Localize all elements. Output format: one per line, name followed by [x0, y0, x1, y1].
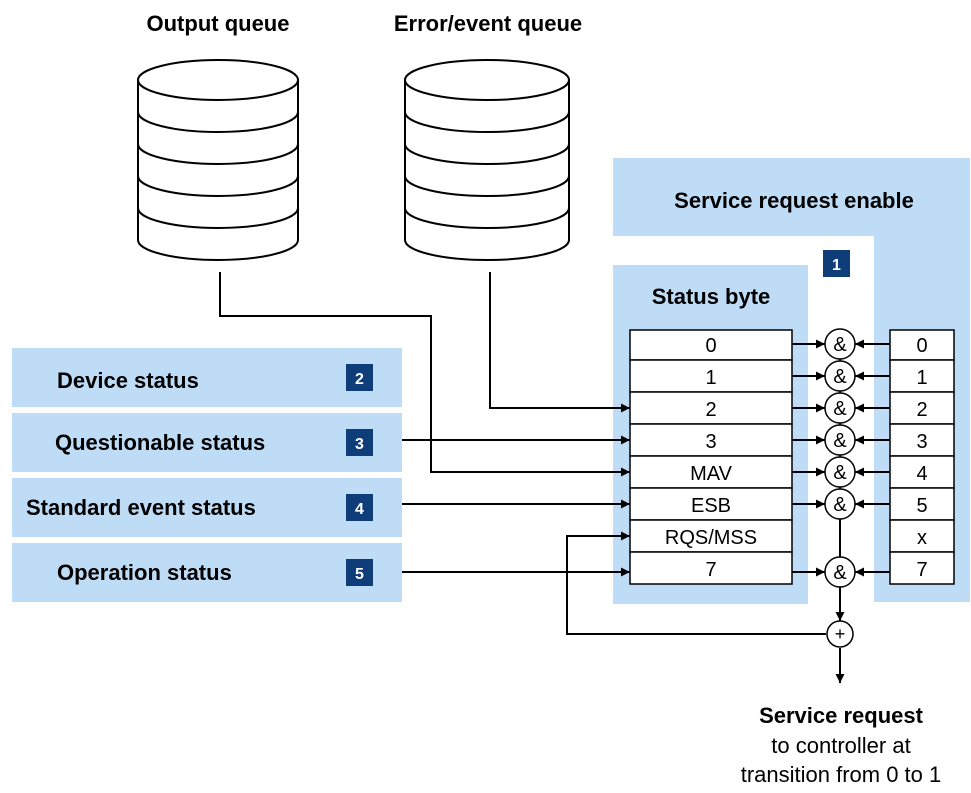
register-panels: [12, 348, 402, 602]
status-bit-3: 3: [705, 431, 716, 453]
badge-3-label: 3: [355, 436, 364, 453]
badge-4: [346, 494, 373, 521]
enable-bit-1: 1: [916, 367, 927, 389]
and-gate-7: [824, 556, 856, 588]
status-bit-rqs-box: [629, 519, 793, 553]
standard-event-status-panel: [12, 478, 402, 537]
status-input-lines: [219, 272, 630, 577]
status-bit-1-box: [629, 359, 793, 393]
enable-bit-2-box: [889, 391, 955, 425]
and-gate-2: [824, 392, 856, 424]
status-bit-1: 1: [705, 367, 716, 389]
enable-bits: [889, 329, 955, 585]
badge-5-label: 5: [355, 566, 364, 583]
output-queue-cylinder: [137, 59, 299, 261]
service-request-line1: to controller at: [771, 733, 910, 758]
and-gate-1: [824, 360, 856, 392]
status-bit-0: 0: [705, 335, 716, 357]
standard-event-status-label: Standard event status: [26, 495, 256, 520]
gate-input-arrows: [566, 339, 890, 683]
output-queue-label: Output queue: [147, 11, 290, 36]
badge-4-label: 4: [355, 501, 364, 518]
status-bit-7: 7: [705, 559, 716, 581]
badge-3: [346, 429, 373, 456]
enable-bit-7: 7: [916, 559, 927, 581]
or-symbol: +: [835, 624, 846, 644]
status-bit-7-box: [629, 551, 793, 585]
enable-bit-5: 5: [916, 495, 927, 517]
and-gate-5: [824, 488, 856, 520]
device-status-panel: [12, 348, 402, 407]
enable-bit-4-box: [889, 455, 955, 489]
enable-bit-x: x: [917, 527, 927, 549]
or-gate: [826, 620, 854, 648]
status-bit-2: 2: [705, 399, 716, 421]
badge-1-label: 1: [832, 257, 841, 274]
error-event-queue-cylinder: [404, 59, 570, 261]
status-bit-mav-box: [629, 455, 793, 489]
status-byte-title: Status byte: [652, 284, 771, 309]
enable-bit-3: 3: [916, 431, 927, 453]
service-request-line2: transition from 0 to 1: [741, 762, 942, 787]
enable-bit-1-box: [889, 359, 955, 393]
enable-bit-7-box: [889, 551, 955, 585]
and-gate-0: [824, 328, 856, 360]
status-bit-esb-box: [629, 487, 793, 521]
and-symbol-4: &: [833, 462, 847, 484]
status-bit-mav: MAV: [690, 463, 733, 485]
enable-bit-2: 2: [916, 399, 927, 421]
operation-status-panel: [12, 543, 402, 602]
device-status-label: Device status: [57, 368, 199, 393]
register-badges: [346, 364, 373, 586]
status-bit-rqs-mss: RQS/MSS: [665, 527, 757, 549]
questionable-status-panel: [12, 413, 402, 472]
badge-2: [346, 364, 373, 391]
enable-bit-x-box: [889, 519, 955, 553]
operation-status-label: Operation status: [57, 560, 232, 585]
and-symbol-7: &: [833, 562, 847, 584]
and-symbol-0: &: [833, 334, 847, 356]
status-bit-2-box: [629, 391, 793, 425]
and-gates: [824, 328, 856, 588]
badge-2-label: 2: [355, 371, 364, 388]
questionable-status-label: Questionable status: [55, 430, 265, 455]
badge-1: [823, 250, 850, 277]
enable-bit-0: 0: [916, 335, 927, 357]
service-request-title: Service request: [759, 703, 924, 728]
and-symbol-2: &: [833, 398, 847, 420]
enable-bit-5-box: [889, 487, 955, 521]
service-request-enable-title: Service request enable: [674, 188, 914, 213]
error-event-queue-label: Error/event queue: [394, 11, 582, 36]
and-gate-3: [824, 424, 856, 456]
status-bit-esb: ESB: [691, 495, 731, 517]
badge-5: [346, 559, 373, 586]
and-symbol-5: &: [833, 494, 847, 516]
service-request-enable-panel: [613, 158, 970, 602]
enable-bit-4: 4: [916, 463, 927, 485]
and-gate-4: [824, 456, 856, 488]
and-symbol-1: &: [833, 366, 847, 388]
and-symbol-3: &: [833, 430, 847, 452]
